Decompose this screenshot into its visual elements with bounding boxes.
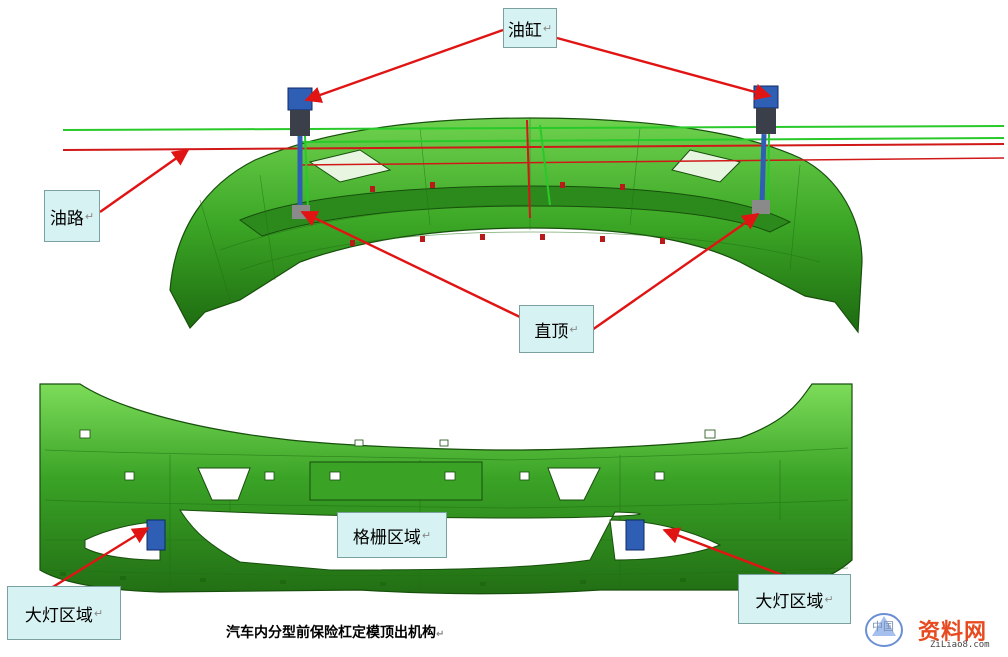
arrow-lifter-left (300, 210, 523, 320)
callout-oil-line: 油路↵ (44, 190, 100, 242)
headlamp-lifter-left (146, 519, 166, 551)
figure-caption-text: 汽车内分型前保险杠定模顶出机构 (226, 625, 436, 641)
watermark-text: 资料网 (918, 620, 988, 645)
arrow-headlamp-left (47, 526, 150, 592)
callout-oil-line-text: 油路 (49, 208, 84, 229)
callout-cylinder: 油缸↵ (503, 8, 557, 48)
bottom-bumper-holes (79, 429, 716, 481)
callout-straight-lifter-text: 直顶 (534, 321, 569, 342)
arrow-headlamp-right (662, 527, 791, 580)
headlamp-lifter-right (625, 519, 645, 551)
arrow-cylinder-left (304, 28, 504, 103)
top-bumper-mesh (199, 118, 821, 301)
watermark-logo (865, 613, 903, 647)
figure-caption: 汽车内分型前保险杠定模顶出机构↵ (226, 625, 445, 641)
watermark-url: ZiLiao8.com (930, 640, 990, 650)
bottom-bumper-view (39, 383, 853, 595)
arrow-lifter-right (591, 213, 760, 331)
arrow-oil-line (99, 149, 190, 213)
watermark-small-text: 中国 (872, 620, 894, 633)
callout-cylinder-text: 油缸 (507, 20, 542, 41)
center-marker-red (526, 119, 531, 219)
oil-line-red-2 (299, 157, 1005, 166)
annotation-arrows (47, 28, 791, 592)
grille-opening-right (547, 467, 601, 501)
callout-headlamp-right: 大灯区域↵ (738, 574, 851, 624)
callout-grille-area: 格栅区域↵ (337, 512, 447, 558)
center-marker-green (539, 124, 551, 206)
top-bumper-clips (350, 182, 665, 246)
callout-straight-lifter: 直顶↵ (519, 305, 594, 353)
oil-line-green-2 (299, 137, 1005, 143)
top-bumper-opening-right (671, 149, 741, 183)
callout-headlamp-left: 大灯区域↵ (7, 586, 121, 640)
arrow-cylinder-right (556, 36, 772, 101)
callout-grille-area-text: 格栅区域 (352, 527, 421, 548)
oil-line-red-1 (62, 143, 1005, 151)
oil-line-green-1 (62, 125, 1005, 131)
callout-headlamp-left-text: 大灯区域 (24, 605, 93, 626)
top-bumper-opening-left (308, 149, 392, 183)
grille-opening-left (197, 467, 251, 501)
top-bumper-view (62, 85, 1005, 334)
license-plate-area (309, 461, 483, 501)
callout-headlamp-right-text: 大灯区域 (755, 591, 824, 612)
